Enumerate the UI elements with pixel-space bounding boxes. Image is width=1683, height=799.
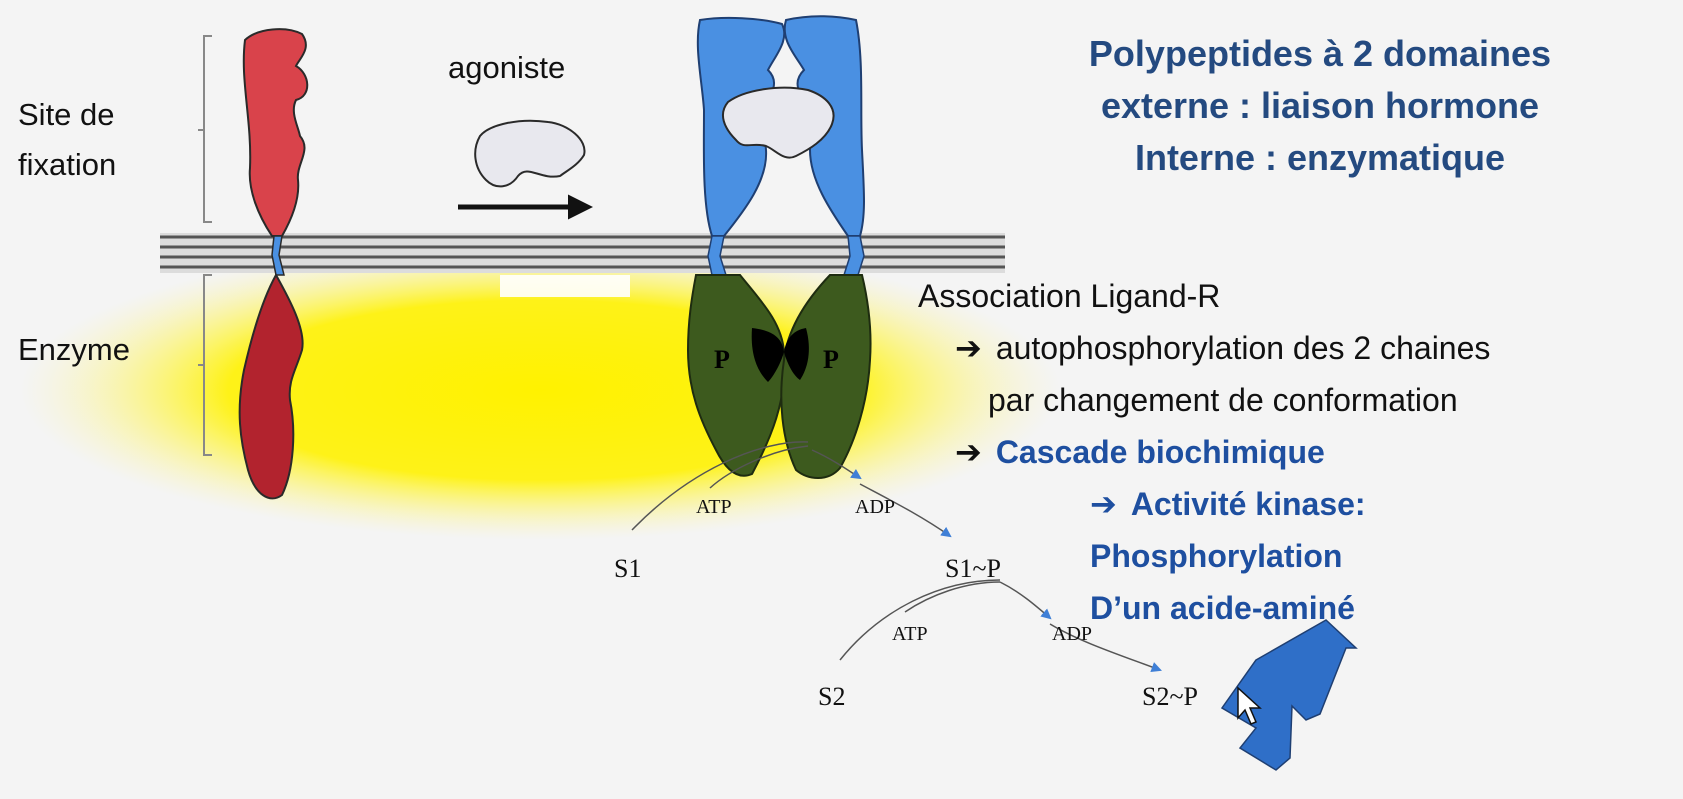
desc-step3-line2: Phosphorylation (1090, 538, 1343, 574)
cascade-curve-1-atp (709, 445, 809, 489)
arrow-right-icon: ➔ (955, 330, 982, 366)
mouse-cursor-icon (1237, 686, 1262, 725)
bracket-binding-site (203, 35, 212, 223)
desc-step1-line2: par changement de conformation (988, 382, 1458, 418)
cell-membrane (160, 233, 1005, 273)
agonist-ligand-shape (474, 119, 586, 188)
label-binding-site: Site de fixation (18, 90, 116, 190)
title-line2: externe : liaison hormone (1100, 85, 1540, 126)
cascade-curve-2-atp (904, 581, 1001, 613)
desc-association: Association Ligand-R (918, 278, 1221, 314)
cascade-adp-1: ADP (855, 496, 896, 518)
phosphorylation-cascade (631, 441, 1162, 672)
cascade-s2p: S2~P (1142, 682, 1198, 711)
desc-step3-text: Activité kinase: (1130, 486, 1366, 522)
glow-highlight (500, 275, 630, 297)
activity-burst-shape (1220, 619, 1358, 771)
cascade-curve-2 (839, 579, 1001, 661)
cascade-atp-2: ATP (892, 623, 928, 645)
arrow-right-icon: ➔ (1090, 486, 1117, 522)
desc-step2: ➔ Cascade biochimique (955, 426, 1325, 478)
cascade-s1: S1 (614, 554, 642, 583)
desc-step2-text: Cascade biochimique (995, 434, 1325, 470)
inactive-intracellular-domain (238, 272, 304, 500)
active-dimer-receptor (686, 15, 872, 479)
cascade-arrow-s1p (859, 483, 952, 538)
cascade-adp-2: ADP (1052, 623, 1093, 645)
bound-agonist (721, 86, 835, 159)
desc-step3-line1: ➔ Activité kinase: (1090, 478, 1366, 530)
phospho-label-left: P (714, 345, 730, 374)
title-line3: Interne : enzymatique (1134, 137, 1506, 178)
label-binding-site-line1: Site de (18, 97, 115, 132)
desc-step1-line1: ➔ autophosphorylation des 2 chaines (955, 322, 1490, 374)
cascade-curve-1 (631, 441, 809, 531)
phospho-label-right: P (823, 345, 839, 374)
label-enzyme: Enzyme (18, 332, 130, 367)
inactive-receptor (238, 28, 309, 500)
label-agonist: agoniste (448, 50, 566, 85)
arrow-right-icon: ➔ (955, 434, 982, 470)
slide-title: Polypeptides à 2 domaines externe : liai… (1000, 28, 1640, 184)
desc-step3-line3: D’un acide-aminé (1090, 590, 1355, 626)
cascade-s2: S2 (818, 682, 846, 711)
active-left-intracellular (686, 274, 786, 477)
title-line1: Polypeptides à 2 domaines (1088, 33, 1552, 74)
label-binding-site-line2: fixation (18, 147, 117, 182)
cascade-arrow-adp-1 (811, 449, 862, 480)
cascade-arrow-adp-2 (999, 581, 1052, 620)
cascade-arrow-s2p (1049, 623, 1162, 672)
kinase-pocket-left (751, 328, 784, 382)
desc-step1-text: autophosphorylation des 2 chaines (995, 330, 1491, 366)
cascade-s1p: S1~P (945, 554, 1001, 583)
cascade-atp-1: ATP (696, 496, 732, 518)
inactive-extracellular-domain (242, 28, 309, 237)
kinase-pocket-right (784, 328, 809, 380)
